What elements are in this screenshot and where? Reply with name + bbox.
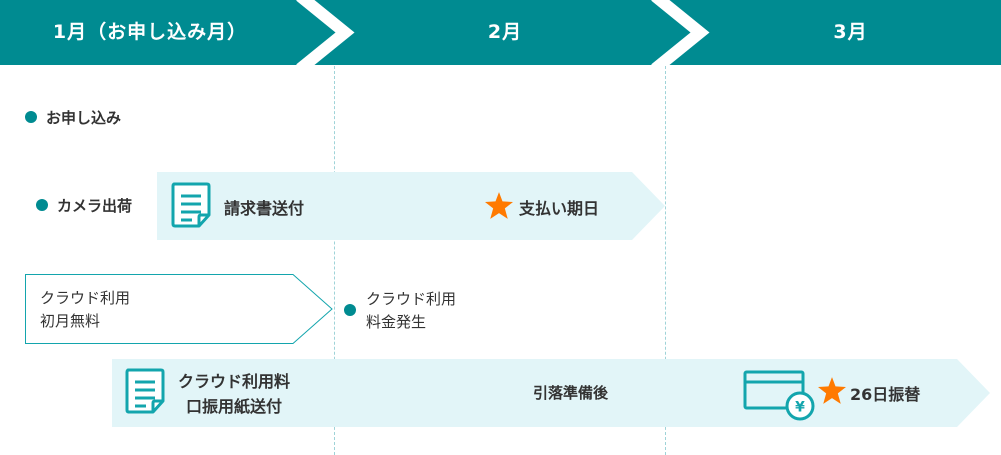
invoice-band [157,172,665,240]
month-label-february: 2月 [487,21,523,43]
star-icon [485,192,513,219]
camera-shipping-dot-icon [36,199,48,211]
cloud-fee-start-label: クラウド利用 料金発生 [366,288,456,334]
star-icon [818,377,846,404]
document-icon [125,368,165,414]
debit-form-send-label: クラウド利用料 口振用紙送付 [178,369,290,419]
first-month-free-line2: 初月無料 [40,312,101,330]
first-month-free-line1: クラウド利用 [40,289,131,307]
payment-due-label: 支払い期日 [519,199,600,218]
month-divider-mar [665,66,666,455]
debit-form-line1: クラウド利用料 [178,372,291,391]
month-label-march: 3月 [833,21,868,43]
direct-debit-band [112,359,990,427]
first-month-free-label: クラウド利用 初月無料 [40,287,130,333]
card-yen-icon: ¥ [743,370,815,421]
after-debit-prep-label: 引落準備後 [533,384,609,402]
cloud-fee-start-line2: 料金発生 [366,313,427,331]
document-icon [171,182,211,228]
first-month-free-band [25,274,333,344]
application-label: お申し込み [46,109,122,127]
debit-form-line2: 口振用紙送付 [186,397,283,416]
cloud-fee-start-line1: クラウド利用 [366,290,457,308]
month-label-january: 1月（お申し込み月） [52,21,248,43]
camera-shipping-label: カメラ出荷 [57,197,133,215]
transfer-26th-label: 26日振替 [850,385,921,404]
month-divider-feb [334,66,335,455]
cloud-fee-dot-icon [344,304,356,316]
month-header-bar [0,0,1001,65]
svg-text:¥: ¥ [795,400,805,416]
application-dot-icon [25,111,37,123]
invoice-send-label: 請求書送付 [224,199,305,218]
